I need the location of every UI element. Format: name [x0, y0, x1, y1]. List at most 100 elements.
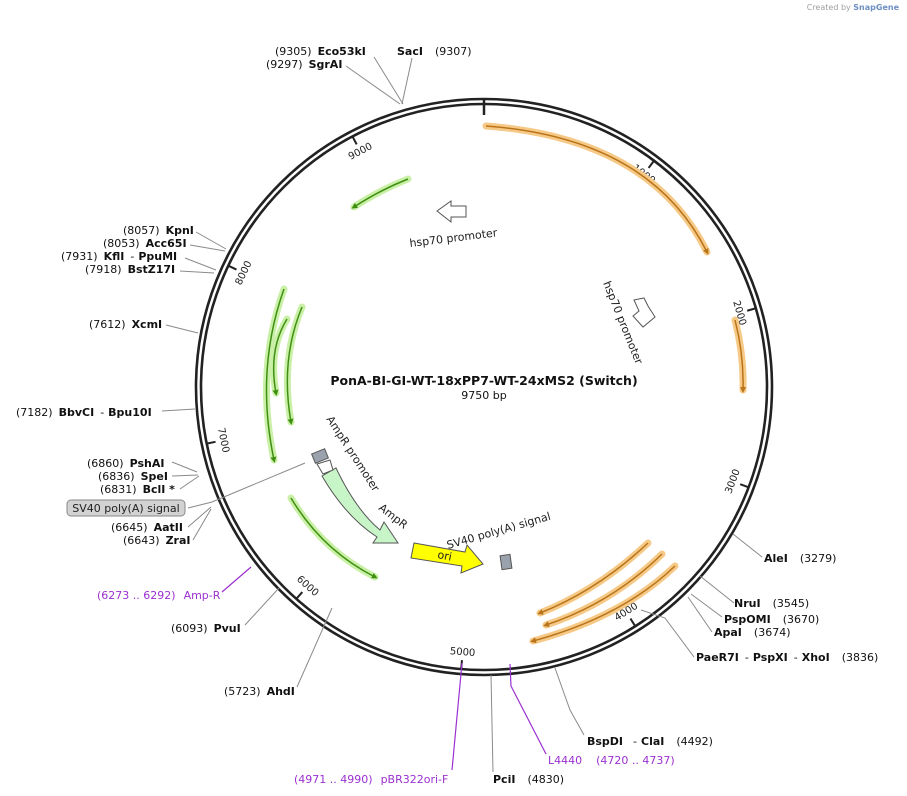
- enzyme-aatii[interactable]: (6645)AatII: [111, 521, 183, 534]
- green-arc-left-3: [283, 303, 306, 426]
- enzyme-bbvci[interactable]: (7182)BbvCI-Bpu10I: [16, 406, 152, 419]
- sv40-pill-text: SV40 poly(A) signal: [72, 502, 179, 515]
- tick-label-2: 3000: [724, 468, 743, 496]
- orange-arc-4: [542, 550, 666, 629]
- hsp70-promoter-right-arrow: [632, 297, 656, 328]
- enzyme-pspomi[interactable]: PspOMI(3670): [724, 613, 819, 626]
- orange-arc-1: [482, 122, 711, 256]
- enzyme-nrui[interactable]: NruI(3545): [734, 597, 809, 610]
- tick-label-8: 9000: [347, 141, 375, 163]
- plasmid-title-group: PonA-BI-GI-WT-18xPP7-WT-24xMS2 (Switch) …: [330, 373, 637, 402]
- tick-label-5: 6000: [294, 574, 320, 599]
- enzyme-eco53ki[interactable]: (9305)Eco53kI: [275, 45, 366, 58]
- line-zrai: [192, 508, 212, 541]
- enzyme-pcii[interactable]: PciI(4830): [493, 773, 564, 786]
- snapgene-credit: Created by SnapGene: [807, 3, 899, 12]
- line-alei: [732, 533, 763, 558]
- enzyme-kpni[interactable]: (8057)KpnI: [123, 224, 194, 237]
- credit-prefix: Created by: [806, 3, 851, 12]
- line-pshai: [171, 461, 198, 473]
- tick-mark-1: [746, 307, 757, 312]
- ori-label: ori: [436, 548, 453, 563]
- orange-arc-5: [529, 562, 679, 645]
- backbone: [194, 97, 774, 677]
- enzyme-alei[interactable]: AleI(3279): [764, 552, 836, 565]
- line-spei: [171, 474, 199, 477]
- tick-mark-8: [351, 135, 358, 145]
- enzyme-acc65i[interactable]: (8053)Acc65I: [103, 237, 187, 250]
- sv40-pill[interactable]: SV40 poly(A) signal: [66, 499, 186, 517]
- plasmid-name: PonA-BI-GI-WT-18xPP7-WT-24xMS2 (Switch): [330, 373, 637, 388]
- tick-mark-5: [295, 591, 304, 600]
- tick-mark-3: [629, 618, 637, 627]
- enzyme-pvui[interactable]: (6093)PvuI: [171, 622, 241, 635]
- tick-mark-0: [647, 160, 655, 169]
- enzyme-pshai[interactable]: (6860)PshAI: [87, 457, 164, 470]
- green-arc-left-1: [263, 285, 288, 464]
- tick-mark-7: [227, 264, 237, 271]
- tick-label-7: 8000: [234, 259, 255, 287]
- tick-mark-6: [206, 440, 216, 445]
- inner-features: [310, 200, 656, 574]
- green-arc-bottom: [287, 494, 379, 581]
- line-bbvci: [161, 408, 196, 412]
- tick-mark-2: [739, 483, 749, 489]
- line-kpni: [195, 231, 227, 250]
- connector-lines: [161, 56, 763, 773]
- green-arc-top: [350, 175, 412, 211]
- sv40-pill-bg: [66, 499, 186, 517]
- tick-label-4: 5000: [449, 646, 475, 659]
- enzyme-sgrai[interactable]: (9297)SgrAI: [266, 58, 342, 71]
- green-features: [263, 175, 412, 581]
- line-bcli: [179, 475, 200, 490]
- enzyme-ahdi[interactable]: (5723)AhdI: [224, 685, 295, 698]
- line-xcmi: [165, 324, 199, 334]
- line-pspomi: [690, 593, 723, 618]
- line-aatii: [187, 506, 212, 528]
- enzyme-bstz17i[interactable]: (7918)BstZ17I: [85, 263, 175, 276]
- plasmid-length: 9750 bp: [461, 389, 506, 402]
- line-sv40box: [187, 462, 306, 509]
- primer-pbr322ori[interactable]: (4971 .. 4990)pBR322ori-F: [294, 773, 448, 786]
- primer-line-ampr: [221, 566, 252, 593]
- enzyme-bspdi[interactable]: BspDI-ClaI(4492): [587, 735, 713, 748]
- line-pcii: [490, 674, 494, 773]
- orange-features: [482, 122, 747, 645]
- hsp70-left-label: hsp70 promoter: [409, 226, 499, 250]
- primer-labels: (6273 .. 6292)Amp-R (4971 .. 4990)pBR322…: [97, 589, 675, 786]
- snapgene-logo: SnapGene: [853, 3, 899, 12]
- primer-ampr[interactable]: (6273 .. 6292)Amp-R: [97, 589, 221, 602]
- enzyme-saci[interactable]: SacI(9307): [397, 45, 472, 58]
- enzyme-paer7i[interactable]: PaeR7I-PspXI-XhoI(3836): [696, 651, 878, 664]
- enzyme-apai[interactable]: ApaI(3674): [714, 626, 790, 639]
- enzyme-zrai[interactable]: (6643)ZraI: [123, 534, 191, 547]
- primer-line-l4440: [509, 663, 547, 755]
- sv40-polya-box: [499, 553, 513, 571]
- enzyme-xcmi[interactable]: (7612)XcmI: [89, 318, 162, 331]
- line-acc65i: [189, 244, 226, 252]
- enzyme-kfli[interactable]: (7931)KflI-PpuMI: [61, 250, 177, 263]
- ori-arrow: [410, 542, 484, 574]
- enzyme-bcli[interactable]: (6831)BclI *: [100, 483, 175, 496]
- enzyme-spei[interactable]: (6836)SpeI: [98, 470, 168, 483]
- primer-l4440[interactable]: L4440(4720 .. 4737): [548, 754, 675, 767]
- line-ahdi: [296, 607, 333, 688]
- line-pvui: [244, 587, 280, 626]
- primer-line-pbr322: [451, 662, 463, 771]
- orange-arc-3: [536, 539, 652, 617]
- line-kfli: [184, 257, 217, 271]
- line-eco53ki: [373, 56, 404, 105]
- ampr-promoter-box: [310, 448, 330, 464]
- line-apai: [687, 596, 713, 633]
- line-paer7i: [640, 609, 695, 658]
- green-arc-left-2: [270, 315, 291, 397]
- hsp70-promoter-left-arrow: [436, 200, 467, 224]
- enzyme-labels: (9305)Eco53kI SacI(9307) (9297)SgrAI (80…: [16, 45, 878, 786]
- ampr-promoter-small-arrow: [316, 459, 334, 475]
- line-saci: [401, 57, 413, 105]
- line-sgrai: [345, 65, 401, 105]
- ampr-arrow: [321, 467, 399, 544]
- line-bstz17i: [179, 270, 215, 274]
- line-bspdi: [554, 667, 585, 736]
